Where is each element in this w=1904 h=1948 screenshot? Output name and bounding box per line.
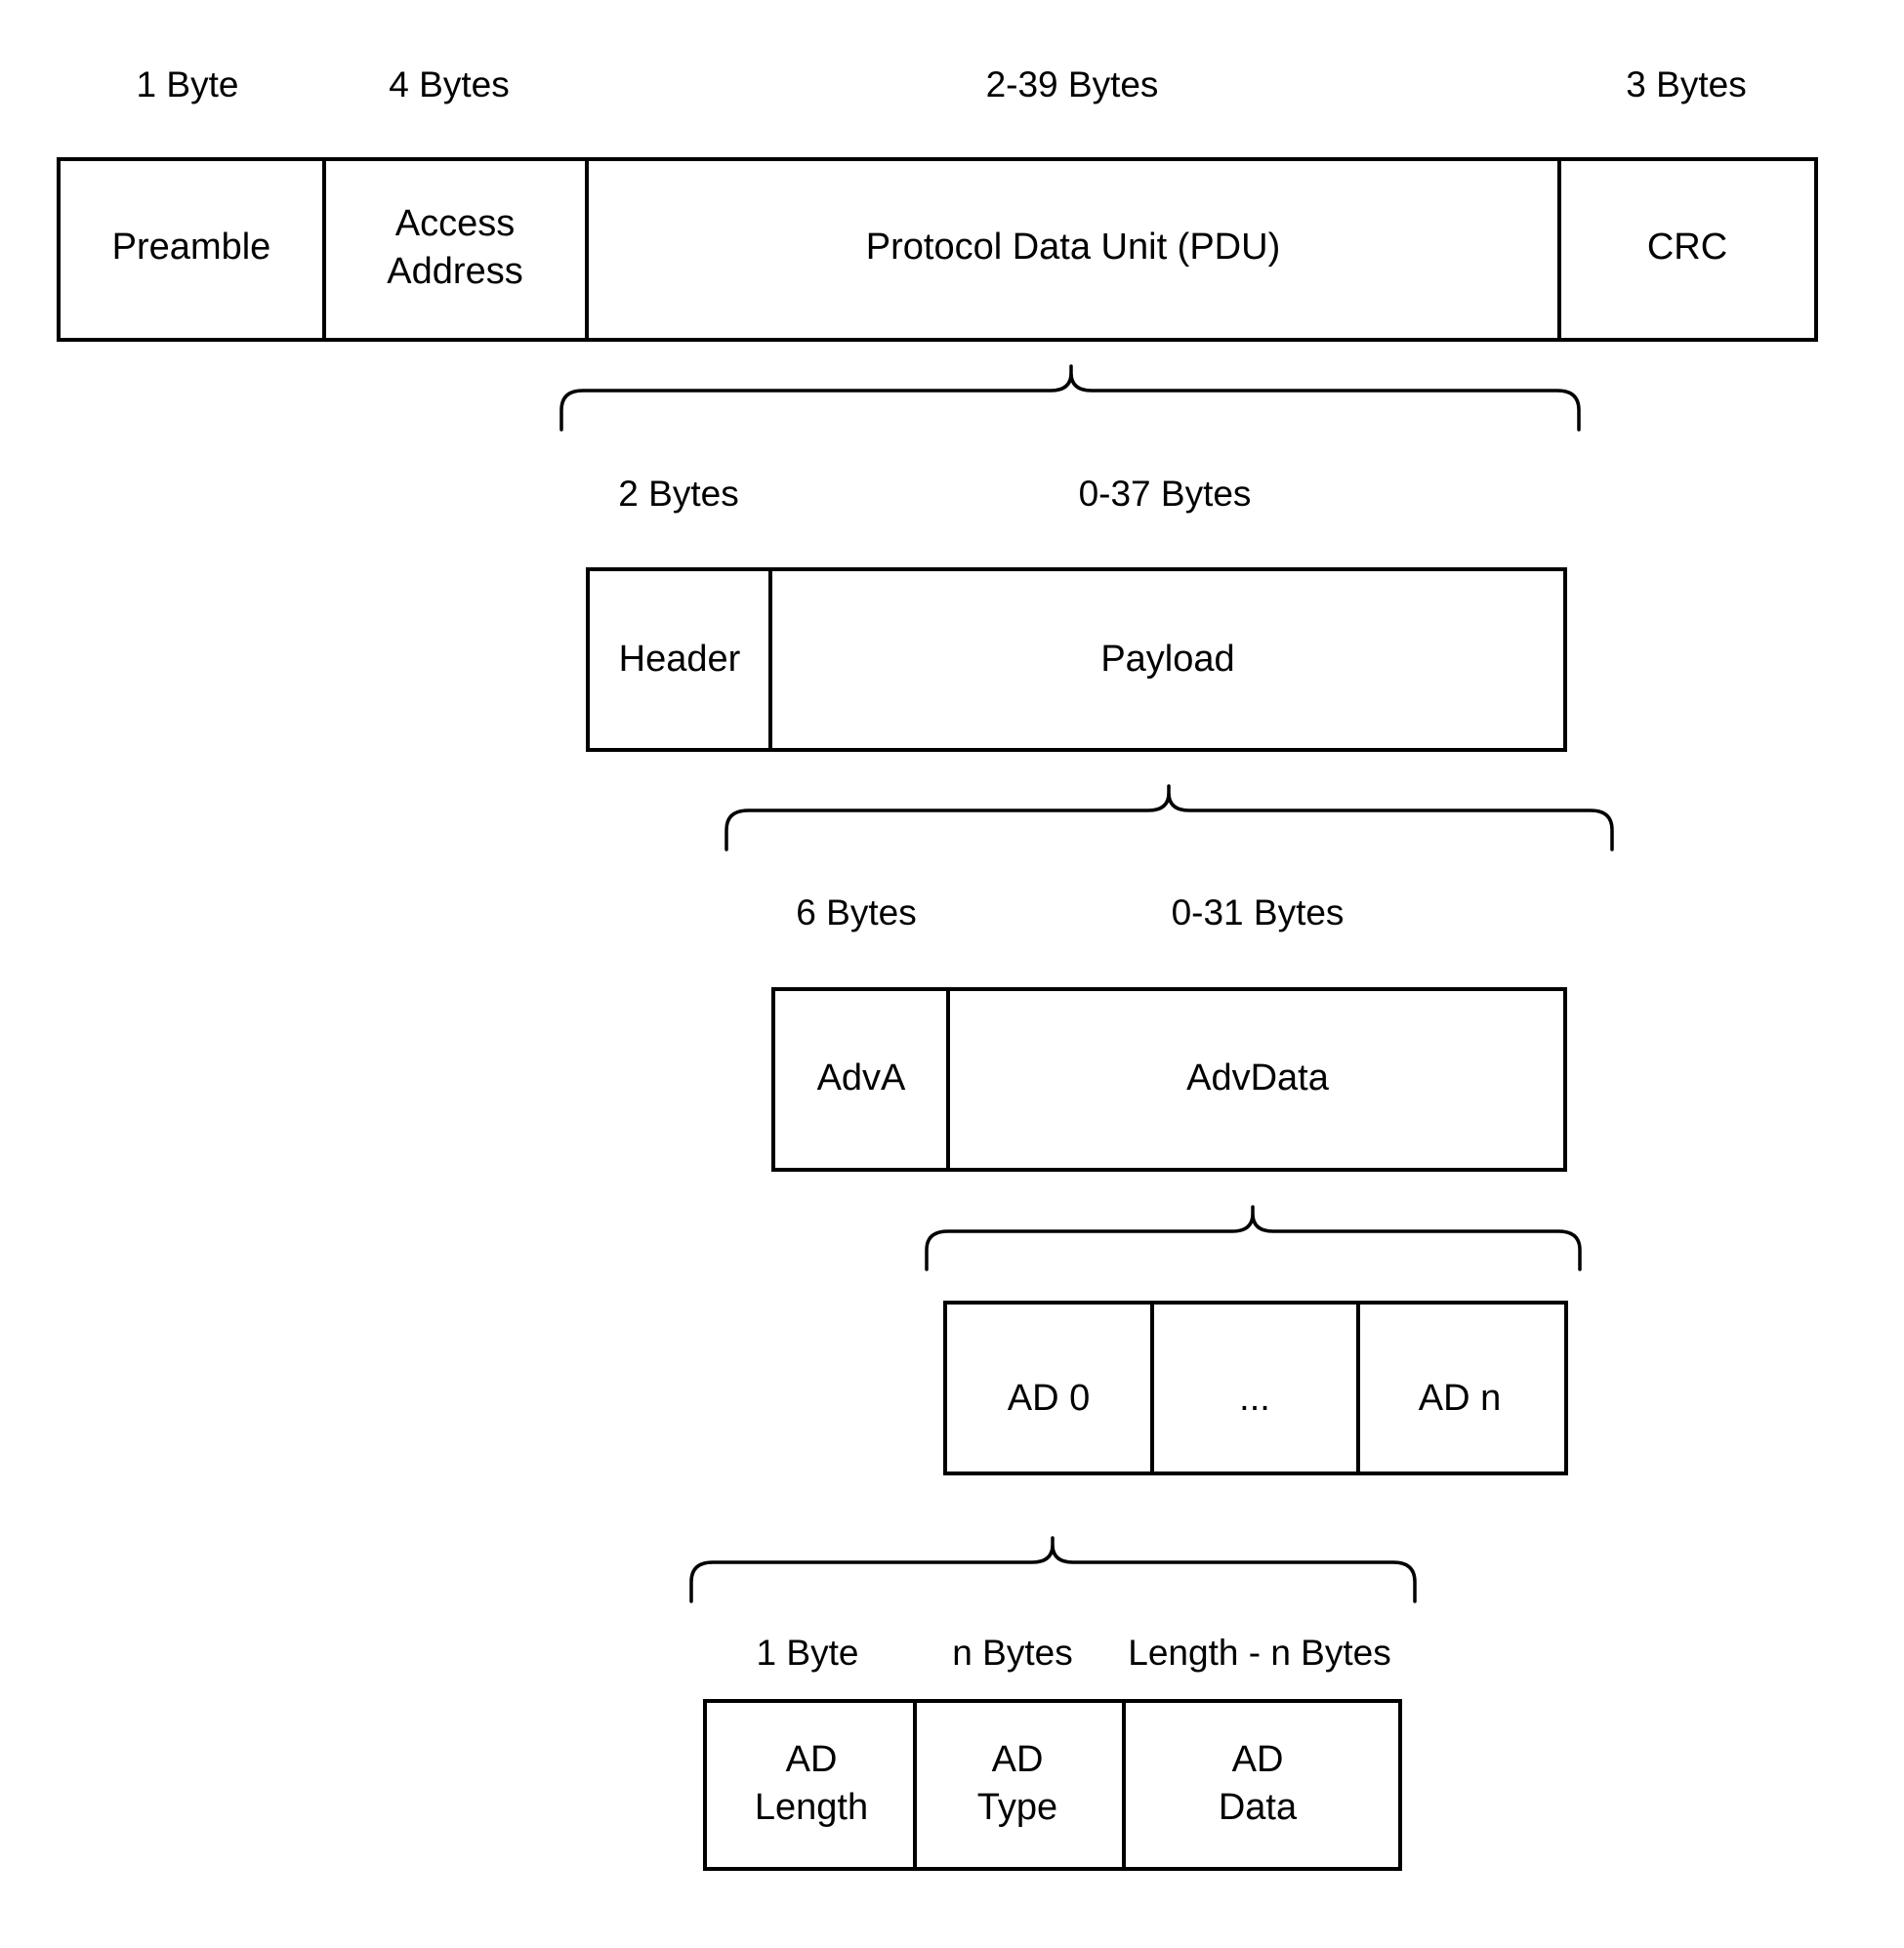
pdu-expansion-brace <box>559 364 1581 432</box>
adn-field-label: AD n <box>1419 1378 1501 1419</box>
crc-field-label: CRC <box>1647 227 1727 268</box>
row-pdu-breakdown: 2 Bytes 0-37 Bytes Header Payload <box>586 474 1567 752</box>
advdata-expansion-brace <box>925 1205 1582 1271</box>
pdu-breakdown-outline <box>586 567 1567 752</box>
ad-structure-outline <box>703 1699 1402 1871</box>
payload-size-label: 0-37 Bytes <box>1079 474 1252 514</box>
pdu-field-label: Protocol Data Unit (PDU) <box>866 227 1280 268</box>
preamble-size-label: 1 Byte <box>137 64 239 104</box>
row-advdata-breakdown: AD 0 ... AD n <box>943 1301 1568 1475</box>
header-field-label: Header <box>619 639 741 680</box>
payload-breakdown-outline <box>771 987 1567 1172</box>
ad-data-field-label-line2: Data <box>1219 1787 1298 1828</box>
header-size-label: 2 Bytes <box>618 474 738 514</box>
payload-field-label: Payload <box>1100 639 1234 680</box>
pdu-size-label: 2-39 Bytes <box>986 64 1159 104</box>
row-link-layer-packet: 1 Byte 4 Bytes 2-39 Bytes 3 Bytes Preamb… <box>57 64 1818 342</box>
payload-expansion-brace <box>724 784 1614 851</box>
ad-length-field-label-line1: AD <box>786 1739 838 1780</box>
advdata-field-label: AdvData <box>1186 1057 1330 1098</box>
adva-size-label: 6 Bytes <box>796 892 916 933</box>
ad0-field-label: AD 0 <box>1008 1378 1090 1419</box>
ad-ellipsis-field-label: ... <box>1239 1378 1270 1419</box>
adva-field-label: AdvA <box>817 1057 906 1098</box>
ad-type-field-label-line2: Type <box>977 1787 1057 1828</box>
access-address-size-label: 4 Bytes <box>389 64 509 104</box>
ad-length-size-label: 1 Byte <box>757 1633 859 1673</box>
ad-data-size-label: Length - n Bytes <box>1128 1633 1390 1673</box>
ad-data-field-label-line1: AD <box>1232 1739 1284 1780</box>
link-layer-packet-outline <box>57 157 1818 342</box>
crc-size-label: 3 Bytes <box>1626 64 1746 104</box>
access-address-field-label-line1: Access <box>395 203 515 244</box>
preamble-field-label: Preamble <box>112 227 271 268</box>
ad-expansion-brace <box>689 1536 1417 1603</box>
advdata-breakdown-outline <box>943 1301 1568 1475</box>
row-payload-breakdown: 6 Bytes 0-31 Bytes AdvA AdvData <box>771 892 1567 1172</box>
ad-type-field-label-line1: AD <box>992 1739 1044 1780</box>
advdata-size-label: 0-31 Bytes <box>1172 892 1345 933</box>
ad-type-size-label: n Bytes <box>952 1633 1072 1673</box>
access-address-field-label-line2: Address <box>387 251 522 292</box>
ad-length-field-label-line2: Length <box>755 1787 868 1828</box>
row-ad-structure-breakdown: 1 Byte n Bytes Length - n Bytes AD Lengt… <box>703 1633 1402 1871</box>
